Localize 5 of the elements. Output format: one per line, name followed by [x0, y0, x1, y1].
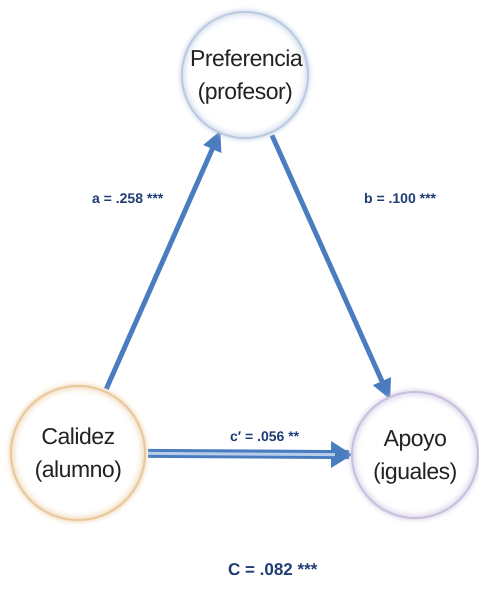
node-label: Apoyo (iguales)	[372, 424, 458, 486]
edge-label: b = .100 ***	[362, 190, 438, 206]
edge-label: a = .258 ***	[90, 190, 166, 206]
edge-label: c′ = .056 **	[228, 428, 302, 444]
node-label: Calidez (alumno)	[34, 422, 122, 484]
